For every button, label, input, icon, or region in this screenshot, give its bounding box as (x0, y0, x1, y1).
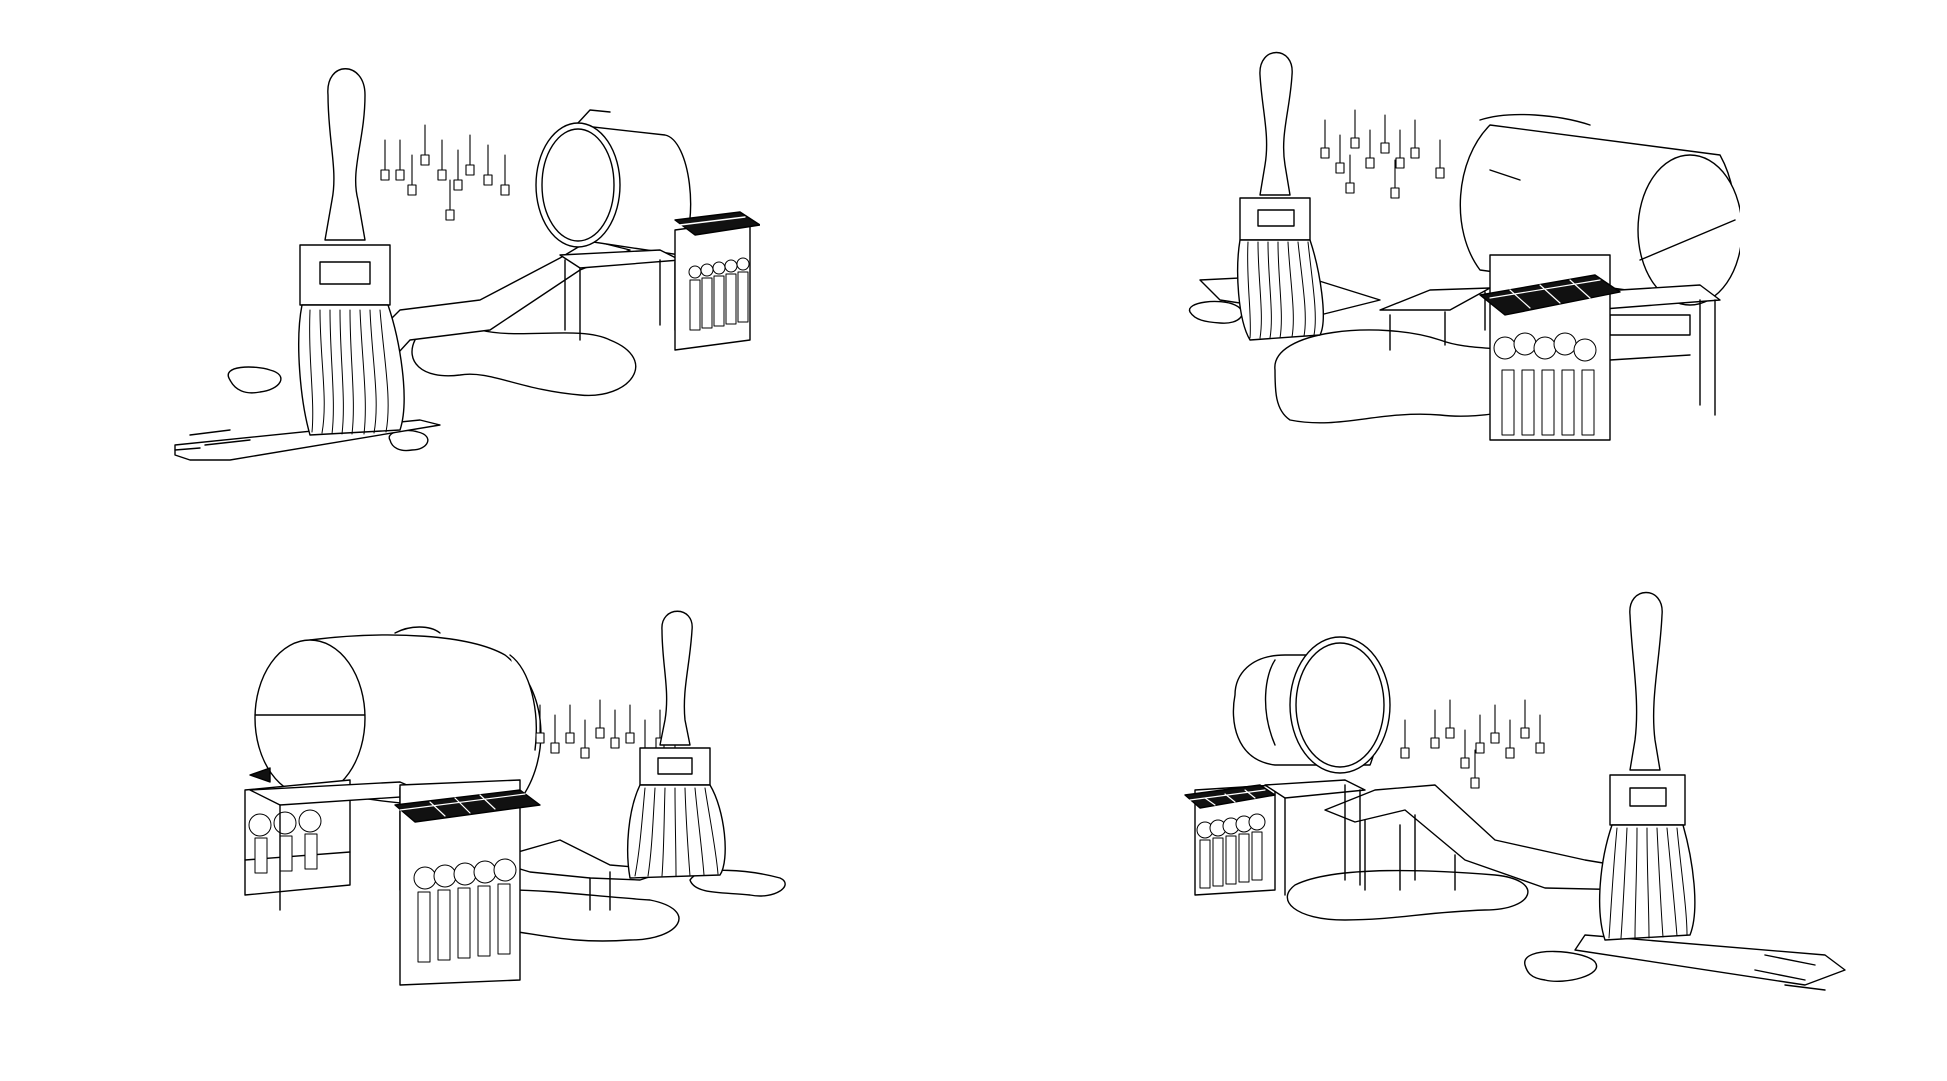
hanging-brush-group (1401, 700, 1544, 788)
big-brush-handle (325, 69, 365, 240)
view-2-drawing (1180, 30, 1740, 490)
paint-drip (228, 367, 281, 393)
view-1 (160, 40, 760, 480)
view-2 (1180, 30, 1740, 490)
tray-top (395, 790, 540, 822)
big-brush-bristles (628, 785, 726, 878)
view-4-drawing (1165, 590, 1865, 1020)
hanging-brush-group (381, 125, 509, 220)
paint-ramp (1380, 288, 1490, 310)
tray-top (1185, 785, 1275, 808)
paint-can-rim (255, 640, 365, 796)
paint-drip (1525, 951, 1597, 981)
paint-can-rim (1638, 155, 1740, 305)
tray-top (1480, 275, 1620, 315)
big-brush-handle (1260, 53, 1292, 196)
paint-drip (690, 870, 785, 896)
view-3-drawing (230, 610, 820, 990)
view-4 (1165, 590, 1865, 1020)
big-brush-handle (1630, 593, 1662, 771)
big-brush-bristles (1600, 825, 1695, 940)
hanging-brush-group (1321, 110, 1444, 198)
paint-puddle (1287, 871, 1528, 920)
view-3 (230, 610, 820, 990)
paint-drip (389, 430, 428, 450)
big-brush-handle (660, 611, 692, 745)
paint-drip (1190, 301, 1243, 323)
table-top (1265, 780, 1365, 798)
view-1-drawing (160, 40, 760, 480)
paint-strip (1575, 935, 1845, 985)
